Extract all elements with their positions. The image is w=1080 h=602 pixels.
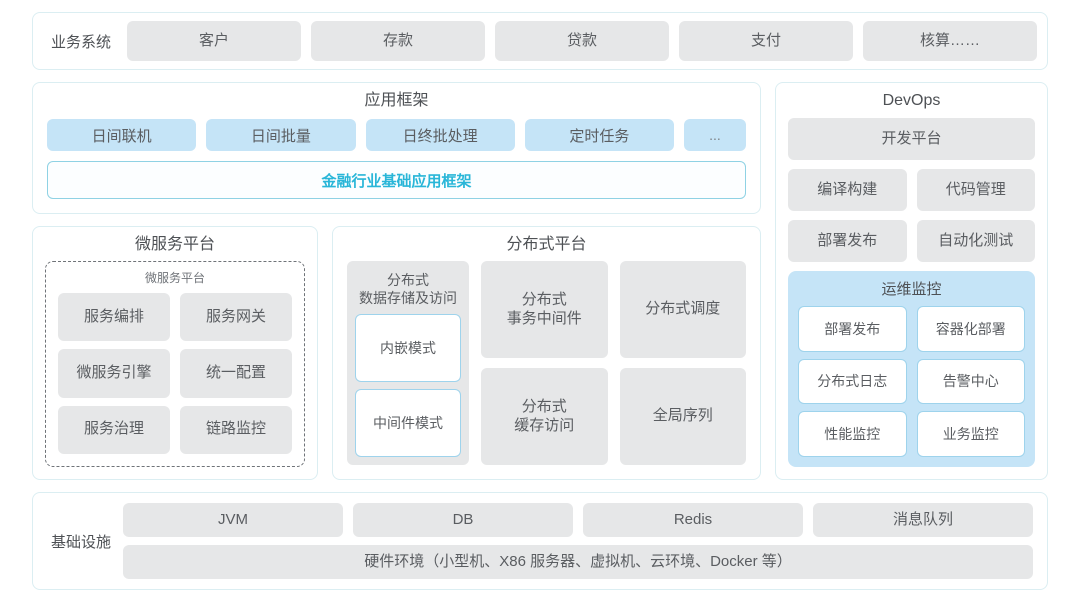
distributed-tile-cache-access-line2: 缓存访问 bbox=[514, 416, 575, 434]
microservice-dashed-group: 微服务平台 服务编排 服务网关 微服务引擎 统一配置 服务治理 链路监控 bbox=[45, 261, 305, 467]
devops-tile-code-management: 代码管理 bbox=[916, 169, 1035, 211]
business-system-tile-accounting: 核算…… bbox=[863, 21, 1038, 61]
devops-title: DevOps bbox=[882, 92, 941, 109]
distributed-tile-grid: 分布式 事务中间件 分布式调度 分布式 缓存访问 bbox=[481, 261, 746, 465]
distributed-platform-body: 分布式 数据存储及访问 内嵌模式 中间件模式 分布式 事务中间件 bbox=[347, 261, 746, 465]
ops-tile-distributed-log: 分布式日志 bbox=[798, 358, 907, 405]
devops-section: DevOps 开发平台 编译构建 代码管理 部署发布 自动化测试 运维监控 部署… bbox=[775, 82, 1048, 480]
platforms-row: 微服务平台 微服务平台 服务编排 服务网关 微服务引擎 统一配置 服务治理 链路… bbox=[32, 226, 761, 480]
distributed-storage-tile: 分布式 数据存储及访问 内嵌模式 中间件模式 bbox=[347, 261, 469, 465]
ops-tile-alert-center: 告警中心 bbox=[916, 358, 1025, 405]
infrastructure-label: 基础设施 bbox=[51, 533, 112, 551]
distributed-platform-title: 分布式平台 bbox=[506, 236, 587, 253]
infrastructure-tile-db: DB bbox=[353, 503, 574, 537]
infrastructure-stack: JVM DB Redis 消息队列 硬件环境（小型机、X86 服务器、虚拟机、云… bbox=[123, 503, 1034, 579]
financial-base-framework-banner: 金融行业基础应用框架 bbox=[47, 161, 746, 199]
infrastructure-tile-message-queue: 消息队列 bbox=[813, 503, 1034, 537]
ops-tile-deploy-release: 部署发布 bbox=[798, 306, 907, 352]
devops-tile-automated-testing: 自动化测试 bbox=[916, 220, 1035, 262]
microservice-tile-grid: 服务编排 服务网关 微服务引擎 统一配置 服务治理 链路监控 bbox=[58, 293, 292, 454]
infrastructure-section: 基础设施 JVM DB Redis 消息队列 硬件环境（小型机、X86 服务器、… bbox=[32, 492, 1048, 590]
business-system-tile-deposit: 存款 bbox=[311, 21, 486, 61]
distributed-tile-transaction-middleware-line1: 分布式 bbox=[521, 290, 567, 308]
infrastructure-tile-redis: Redis bbox=[583, 503, 804, 537]
middle-band: 应用框架 日间联机 日间批量 日终批处理 定时任务 ... 金融行业基础应用框架… bbox=[32, 82, 1048, 480]
microservice-tile-engine: 微服务引擎 bbox=[58, 349, 170, 398]
ops-tile-performance-monitoring: 性能监控 bbox=[798, 411, 907, 457]
microservice-platform-title: 微服务平台 bbox=[134, 236, 215, 253]
ops-monitoring-panel: 运维监控 部署发布 容器化部署 分布式日志 告警中心 性能监控 业务监控 bbox=[788, 271, 1035, 467]
infrastructure-tile-row: JVM DB Redis 消息队列 bbox=[123, 503, 1034, 537]
distributed-platform-section: 分布式平台 分布式 数据存储及访问 内嵌模式 中间件模式 bbox=[332, 226, 761, 480]
distributed-storage-title-line2: 数据存储及访问 bbox=[359, 290, 457, 307]
app-framework-tag-daytime-batch: 日间批量 bbox=[206, 119, 356, 151]
ops-monitoring-title: 运维监控 bbox=[881, 281, 942, 298]
application-framework-tag-row: 日间联机 日间批量 日终批处理 定时任务 ... bbox=[47, 119, 746, 151]
app-framework-tag-more: ... bbox=[684, 119, 746, 151]
infrastructure-tile-jvm: JVM bbox=[123, 503, 344, 537]
app-framework-tag-daytime-online: 日间联机 bbox=[47, 119, 197, 151]
application-framework-title: 应用框架 bbox=[364, 92, 429, 109]
microservice-tile-trace-monitoring: 链路监控 bbox=[180, 405, 292, 454]
distributed-tile-global-sequence: 全局序列 bbox=[619, 368, 746, 465]
business-system-tile-payment: 支付 bbox=[679, 21, 854, 61]
distributed-storage-mode-embedded: 内嵌模式 bbox=[355, 314, 461, 383]
distributed-tile-cache-access-line1: 分布式 bbox=[521, 397, 567, 415]
middle-left-column: 应用框架 日间联机 日间批量 日终批处理 定时任务 ... 金融行业基础应用框架… bbox=[32, 82, 761, 480]
business-systems-section: 业务系统 客户 存款 贷款 支付 核算…… bbox=[32, 12, 1048, 70]
ops-monitoring-grid: 部署发布 容器化部署 分布式日志 告警中心 性能监控 业务监控 bbox=[798, 306, 1025, 457]
ops-tile-containerized-deploy: 容器化部署 bbox=[916, 306, 1025, 352]
business-system-tile-loan: 贷款 bbox=[495, 21, 670, 61]
devops-tile-dev-platform: 开发平台 bbox=[788, 118, 1035, 160]
distributed-storage-mode-middleware: 中间件模式 bbox=[355, 389, 461, 457]
ops-tile-business-monitoring: 业务监控 bbox=[916, 411, 1025, 457]
microservice-tile-unified-config: 统一配置 bbox=[180, 349, 292, 398]
devops-tile-compile-build: 编译构建 bbox=[788, 169, 907, 211]
distributed-storage-title-line1: 分布式 bbox=[387, 272, 429, 288]
distributed-tile-scheduling: 分布式调度 bbox=[619, 261, 746, 358]
microservice-tile-governance: 服务治理 bbox=[58, 405, 170, 454]
app-framework-tag-scheduled-task: 定时任务 bbox=[524, 119, 674, 151]
distributed-tile-transaction-middleware: 分布式 事务中间件 bbox=[481, 261, 608, 358]
infrastructure-hardware-bar: 硬件环境（小型机、X86 服务器、虚拟机、云环境、Docker 等） bbox=[123, 545, 1033, 579]
devops-tile-deploy-release: 部署发布 bbox=[788, 220, 907, 262]
business-systems-label: 业务系统 bbox=[51, 33, 112, 51]
devops-pair-row-1: 编译构建 代码管理 bbox=[788, 169, 1035, 211]
application-framework-section: 应用框架 日间联机 日间批量 日终批处理 定时任务 ... 金融行业基础应用框架 bbox=[32, 82, 761, 214]
app-framework-tag-eod-batch: 日终批处理 bbox=[365, 119, 515, 151]
microservice-platform-section: 微服务平台 微服务平台 服务编排 服务网关 微服务引擎 统一配置 服务治理 链路… bbox=[32, 226, 318, 480]
microservice-platform-subtitle: 微服务平台 bbox=[144, 271, 205, 285]
distributed-tile-cache-access: 分布式 缓存访问 bbox=[481, 368, 608, 465]
microservice-tile-gateway: 服务网关 bbox=[180, 293, 292, 342]
devops-column: DevOps 开发平台 编译构建 代码管理 部署发布 自动化测试 运维监控 部署… bbox=[775, 82, 1048, 480]
distributed-tile-transaction-middleware-line2: 事务中间件 bbox=[506, 309, 582, 327]
microservice-tile-orchestration: 服务编排 bbox=[58, 293, 170, 342]
business-system-tile-customer: 客户 bbox=[127, 21, 302, 61]
distributed-storage-title: 分布式 数据存储及访问 bbox=[355, 271, 461, 307]
devops-pair-row-2: 部署发布 自动化测试 bbox=[788, 220, 1035, 262]
